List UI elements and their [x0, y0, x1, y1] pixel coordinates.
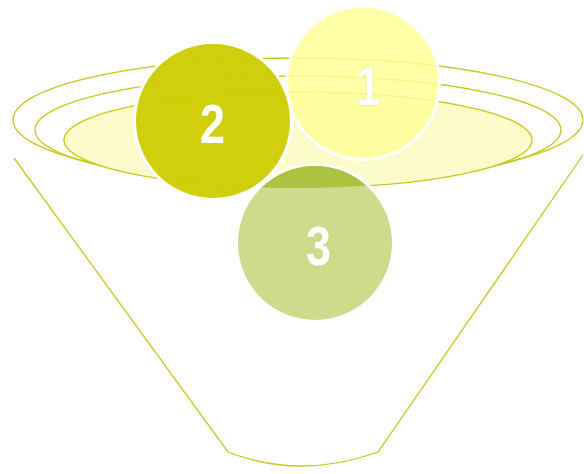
circle-fill — [287, 7, 440, 160]
numbered-circle: 3 — [235, 163, 395, 323]
callout-number: 3 — [307, 213, 332, 278]
number-holder: 3 — [235, 163, 395, 323]
number-holder: 1 — [285, 5, 441, 161]
circle-shade — [238, 166, 392, 320]
funnel-body — [14, 155, 583, 466]
callout-number: 2 — [201, 91, 226, 156]
circle-fill — [135, 43, 292, 200]
circle-fill — [237, 165, 394, 322]
numbered-circle: 2 — [133, 41, 293, 201]
callout-number: 1 — [357, 53, 382, 118]
number-holder: 2 — [133, 41, 293, 201]
numbered-circle: 1 — [285, 5, 441, 161]
